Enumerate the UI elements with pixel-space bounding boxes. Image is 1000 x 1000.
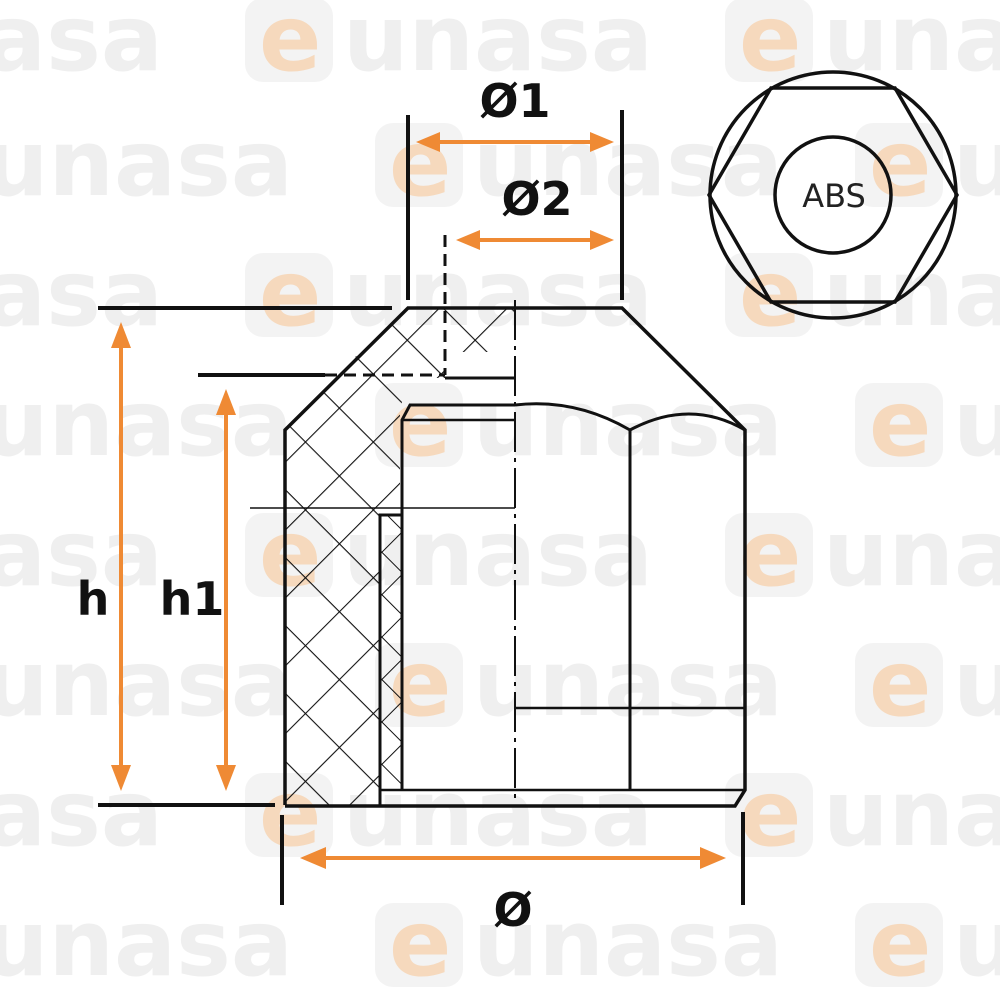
svg-text:e: e bbox=[869, 110, 931, 217]
arrow-d1 bbox=[416, 132, 614, 152]
svg-text:unasa: unasa bbox=[0, 890, 293, 997]
svg-text:unasa: unasa bbox=[0, 110, 293, 217]
extension-lines bbox=[98, 110, 745, 905]
svg-text:unasa: unasa bbox=[473, 890, 783, 997]
svg-text:unasa: unasa bbox=[0, 760, 163, 867]
label-d: Ø bbox=[493, 883, 532, 937]
arrow-d bbox=[300, 847, 726, 869]
arrow-h bbox=[111, 322, 131, 791]
svg-text:unasa: unasa bbox=[823, 760, 1000, 867]
hex-face-right bbox=[629, 412, 746, 432]
svg-text:unasa: unasa bbox=[953, 890, 1000, 997]
svg-text:unasa: unasa bbox=[0, 370, 293, 477]
svg-text:unasa: unasa bbox=[0, 0, 163, 92]
svg-text:unasa: unasa bbox=[953, 370, 1000, 477]
top-view: ABS bbox=[706, 70, 960, 320]
svg-text:unasa: unasa bbox=[823, 0, 1000, 92]
dimension-arrows bbox=[111, 132, 726, 869]
svg-text:unasa: unasa bbox=[823, 500, 1000, 607]
material-label: ABS bbox=[802, 177, 866, 215]
label-d1: Ø1 bbox=[479, 74, 550, 128]
svg-text:unasa: unasa bbox=[953, 630, 1000, 737]
outer-contour bbox=[283, 306, 747, 808]
svg-text:unasa: unasa bbox=[473, 630, 783, 737]
svg-text:e: e bbox=[739, 760, 801, 867]
svg-text:e: e bbox=[259, 0, 321, 92]
svg-text:e: e bbox=[739, 0, 801, 92]
label-h1: h1 bbox=[160, 572, 225, 626]
svg-text:unasa: unasa bbox=[343, 0, 653, 92]
arrow-h1 bbox=[216, 389, 236, 791]
section-hatch-wall bbox=[285, 352, 445, 805]
nut-section-view bbox=[250, 235, 747, 808]
label-d2: Ø2 bbox=[501, 172, 572, 226]
svg-text:e: e bbox=[869, 370, 931, 477]
svg-text:unasa: unasa bbox=[0, 500, 163, 607]
top-view-inner-circle bbox=[773, 135, 893, 255]
svg-text:unasa: unasa bbox=[0, 630, 293, 737]
svg-text:e: e bbox=[389, 110, 451, 217]
arrow-d2 bbox=[456, 230, 614, 250]
section-hatch-thread bbox=[380, 515, 402, 785]
svg-text:unasa: unasa bbox=[823, 240, 1000, 347]
svg-text:e: e bbox=[869, 890, 931, 997]
svg-text:e: e bbox=[259, 240, 321, 347]
svg-text:unasa: unasa bbox=[0, 240, 163, 347]
label-h: h bbox=[77, 572, 110, 626]
svg-text:unasa: unasa bbox=[953, 110, 1000, 217]
hex-face-left bbox=[514, 402, 632, 790]
top-view-hexagon bbox=[706, 86, 960, 304]
svg-text:e: e bbox=[869, 630, 931, 737]
svg-text:e: e bbox=[389, 890, 451, 997]
svg-text:e: e bbox=[739, 500, 801, 607]
svg-text:e: e bbox=[739, 240, 801, 347]
